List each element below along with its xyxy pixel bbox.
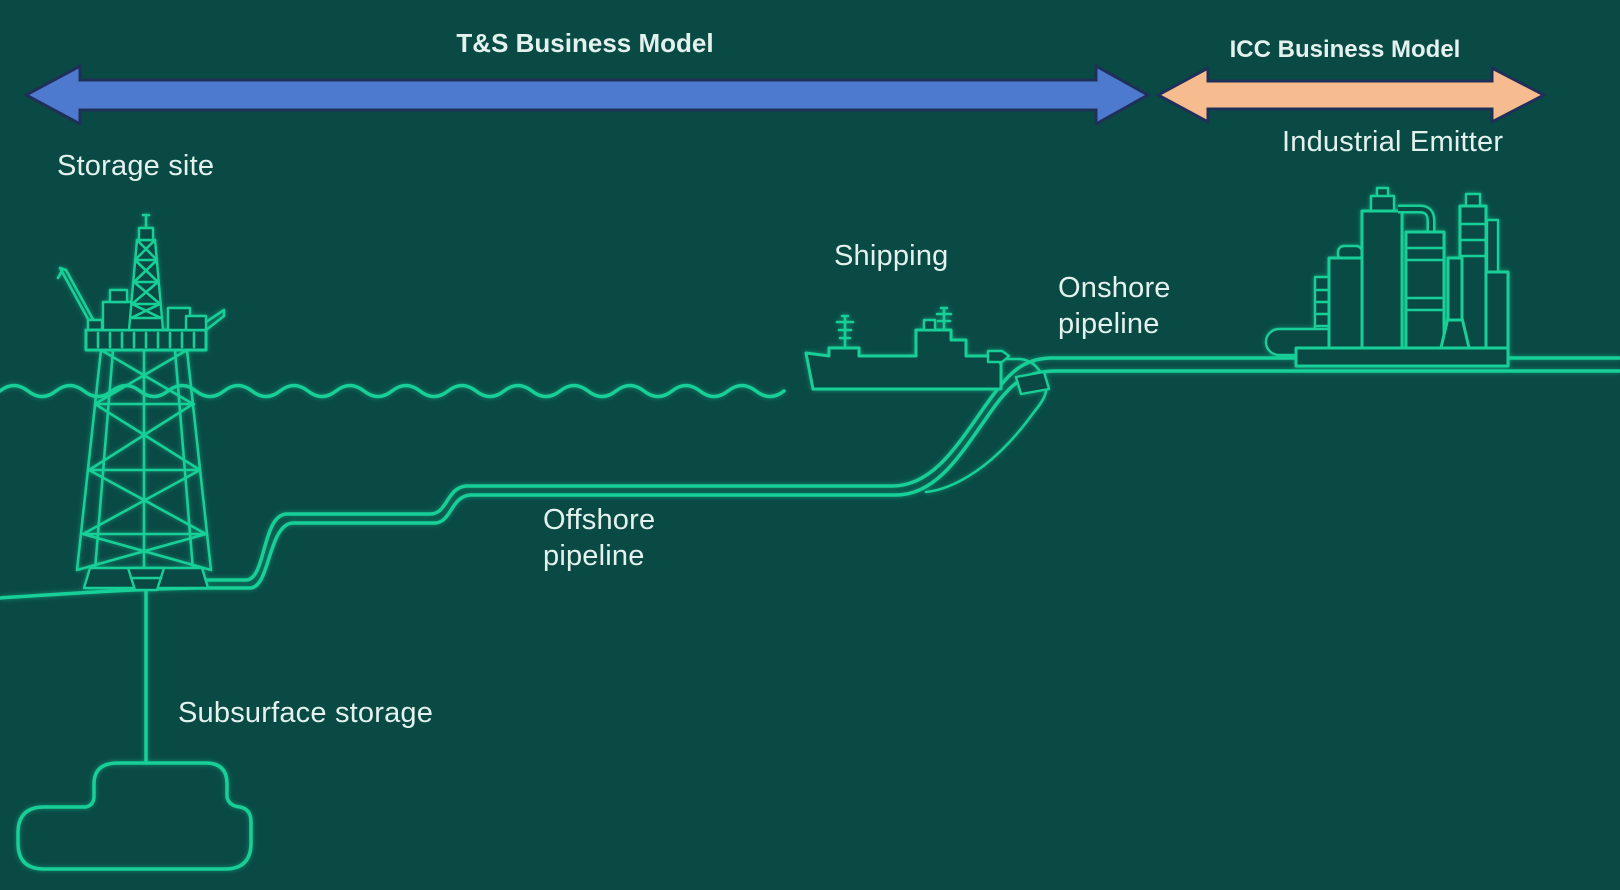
subsurface-reservoir-icon <box>16 761 253 871</box>
ts-business-model-title: T&S Business Model <box>456 28 714 58</box>
industrial-plant-icon <box>1264 186 1510 368</box>
subsurface-storage-label: Subsurface storage <box>178 697 434 729</box>
onshore-pipeline-icon <box>204 356 1620 582</box>
shore-slope-line <box>924 357 1048 494</box>
ship-icon <box>804 306 1011 391</box>
sea-wave-icon <box>0 383 786 399</box>
icc-span-arrow <box>1154 65 1548 125</box>
icc-business-model-title: ICC Business Model <box>1229 36 1461 63</box>
shipping-label: Shipping <box>834 240 949 272</box>
oil-platform-icon <box>56 213 226 592</box>
onshore-pipeline-label: Onshore pipeline <box>1058 272 1171 340</box>
storage-site-label: Storage site <box>57 150 215 182</box>
pipeline-junction-box <box>1014 370 1051 396</box>
industrial-emitter-label: Industrial Emitter <box>1282 126 1504 158</box>
ts-span-arrow <box>22 63 1152 127</box>
offshore-pipeline-label: Offshore pipeline <box>543 504 656 572</box>
